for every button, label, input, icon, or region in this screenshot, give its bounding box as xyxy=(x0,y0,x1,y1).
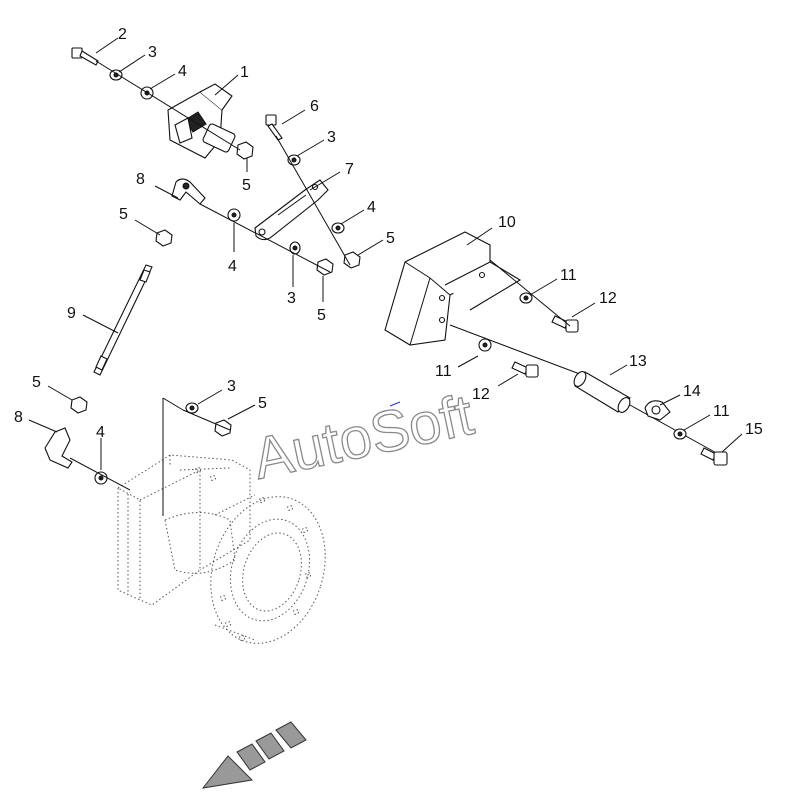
ball-joint-part-8-b xyxy=(44,427,73,469)
callout-5: 5 xyxy=(258,395,267,412)
nut-part-5-d xyxy=(155,229,173,247)
callout-5: 5 xyxy=(386,230,395,247)
callout-1: 1 xyxy=(240,64,249,81)
callout-3: 3 xyxy=(148,44,157,61)
callout-9: 9 xyxy=(67,305,76,322)
nut-part-5-f xyxy=(214,419,232,437)
callout-4: 4 xyxy=(96,424,105,441)
bolt-part-2 xyxy=(71,47,99,66)
callout-5: 5 xyxy=(119,206,128,223)
callout-13: 13 xyxy=(629,353,647,370)
callout-8: 8 xyxy=(14,409,23,426)
callout-2: 2 xyxy=(118,26,127,43)
washer-part-3-c xyxy=(289,241,301,255)
washer-part-4-c xyxy=(227,208,241,222)
switch-unit-part-1 xyxy=(167,83,236,159)
washer-part-11-a xyxy=(519,292,533,304)
watermark-cursor-mark xyxy=(389,401,401,407)
callout-labels: 2 3 4 1 5 6 3 7 4 5 8 5 4 3 5 9 10 11 12… xyxy=(14,26,763,441)
watermark-text: AutoSoft xyxy=(248,382,479,492)
bolt-part-6 xyxy=(265,114,283,141)
assembly-lines xyxy=(69,60,721,491)
cover-part-10 xyxy=(384,231,522,346)
direction-arrow xyxy=(201,721,307,789)
callout-11: 11 xyxy=(435,363,452,380)
callout-8: 8 xyxy=(136,171,145,188)
callout-4: 4 xyxy=(178,63,187,80)
callout-5: 5 xyxy=(242,177,251,194)
ball-joint-part-8-a xyxy=(171,178,206,205)
bracket-post xyxy=(162,397,184,516)
washer-part-4-d xyxy=(94,471,108,485)
washer-part-4-b xyxy=(331,222,345,234)
rod-part-9 xyxy=(93,264,153,376)
callout-10: 10 xyxy=(498,214,516,231)
callout-4: 4 xyxy=(228,258,237,275)
washer-part-11-c xyxy=(673,428,687,440)
lever-part-7 xyxy=(254,179,329,241)
tube-part-13 xyxy=(573,371,631,413)
washer-part-11-b xyxy=(478,338,492,352)
bolt-part-12-b xyxy=(511,361,539,378)
callout-11: 11 xyxy=(560,267,577,284)
leader-lines xyxy=(28,37,743,470)
callout-5: 5 xyxy=(32,374,41,391)
callout-5: 5 xyxy=(317,307,326,324)
callout-3: 3 xyxy=(327,129,336,146)
callout-12: 12 xyxy=(599,290,617,307)
callout-7: 7 xyxy=(345,161,354,178)
clamp-part-14 xyxy=(644,400,671,421)
bolt-part-12-a xyxy=(551,315,579,333)
callout-11: 11 xyxy=(713,403,730,420)
nut-part-5-b xyxy=(343,251,361,269)
transmission-housing-outline xyxy=(117,454,326,644)
washer-part-3-d xyxy=(185,402,199,414)
callout-12: 12 xyxy=(472,386,490,403)
callout-15: 15 xyxy=(745,421,763,438)
callout-3: 3 xyxy=(227,378,236,395)
callout-6: 6 xyxy=(310,98,319,115)
bolt-part-15 xyxy=(700,447,728,466)
nut-part-5-a xyxy=(236,141,254,160)
callout-4: 4 xyxy=(367,199,376,216)
callout-14: 14 xyxy=(683,383,701,400)
callout-3: 3 xyxy=(287,290,296,307)
nut-part-5-e xyxy=(70,396,88,414)
